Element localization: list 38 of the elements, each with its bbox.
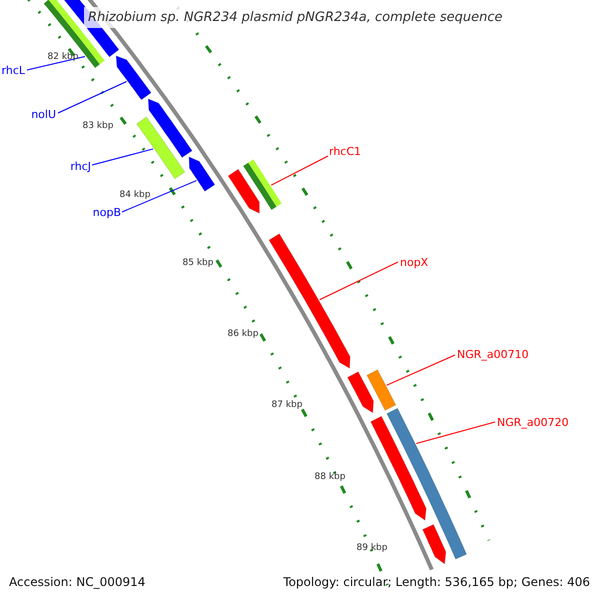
gene-feature bbox=[148, 98, 193, 158]
gene-feature bbox=[370, 416, 426, 521]
gene-label: nolU bbox=[31, 108, 56, 120]
leader-line bbox=[386, 354, 456, 386]
scale-label: 82 kbp bbox=[48, 51, 78, 63]
scale-label: 83 kbp bbox=[82, 120, 114, 132]
scale-label: 86 kbp bbox=[228, 328, 258, 340]
gene-label: rhcL bbox=[2, 64, 25, 76]
gene-feature bbox=[422, 524, 446, 564]
gene-feature bbox=[386, 408, 467, 560]
gene-feature bbox=[243, 159, 282, 210]
scale-label: 87 kbp bbox=[272, 399, 302, 411]
gene-feature bbox=[188, 156, 216, 192]
leader-line bbox=[58, 81, 128, 114]
gene-label: nopB bbox=[92, 206, 121, 218]
gene-label: nopX bbox=[400, 256, 428, 268]
gene-feature bbox=[347, 371, 374, 414]
gene-label: rhcJ bbox=[70, 160, 91, 172]
gene-feature bbox=[228, 168, 260, 214]
leader-line bbox=[26, 56, 86, 70]
scale-label: 89 kbp bbox=[356, 542, 388, 554]
gene-label: NGR_a00710 bbox=[457, 348, 529, 360]
scale-label: 88 kbp bbox=[314, 471, 346, 483]
leader-line bbox=[416, 422, 496, 444]
gene-feature bbox=[268, 233, 350, 369]
leader-line bbox=[122, 180, 197, 212]
gene-feature bbox=[116, 55, 152, 100]
leader-line bbox=[319, 262, 398, 300]
scale-label: 85 kbp bbox=[182, 257, 214, 269]
gene-feature bbox=[366, 369, 396, 411]
gene-feature bbox=[136, 116, 186, 180]
info-text: Topology: circular; Length: 536,165 bp; Genes: 406 bbox=[283, 574, 590, 590]
scale-label: 84 kbp bbox=[120, 189, 150, 201]
gene-label: NGR_a00720 bbox=[497, 416, 569, 428]
leader-line bbox=[92, 148, 154, 166]
gene-label: rhcC1 bbox=[329, 144, 362, 158]
info-text: Accession: NC_000914 bbox=[9, 574, 146, 590]
leader-line bbox=[270, 156, 328, 186]
